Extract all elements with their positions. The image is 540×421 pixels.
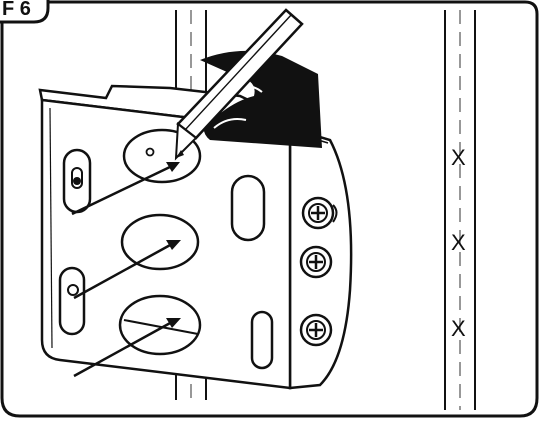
bracket-slot-lower — [58, 266, 86, 336]
bracket-slot-right-upper — [230, 174, 266, 242]
arrow-icon — [71, 162, 180, 216]
screw-icon — [301, 196, 338, 230]
pencil-marks: X X X — [451, 145, 466, 341]
bracket-slot-upper — [62, 148, 92, 214]
pencil-icon — [174, 8, 304, 161]
mark-middle: X — [451, 230, 466, 255]
wall-stud-right — [444, 10, 476, 410]
arrow-icon — [73, 240, 181, 300]
mark-top: X — [451, 145, 466, 170]
screw-icon — [299, 313, 333, 347]
mark-bottom: X — [451, 316, 466, 341]
bracket-hole-middle — [120, 213, 200, 271]
screw-icon — [299, 245, 333, 279]
arrow-icon — [73, 318, 181, 378]
hand-silhouette — [200, 50, 322, 148]
step-tab: F 6 — [0, 0, 50, 24]
step-label: F 6 — [2, 0, 31, 20]
bracket-slot-right-lower — [250, 310, 274, 370]
